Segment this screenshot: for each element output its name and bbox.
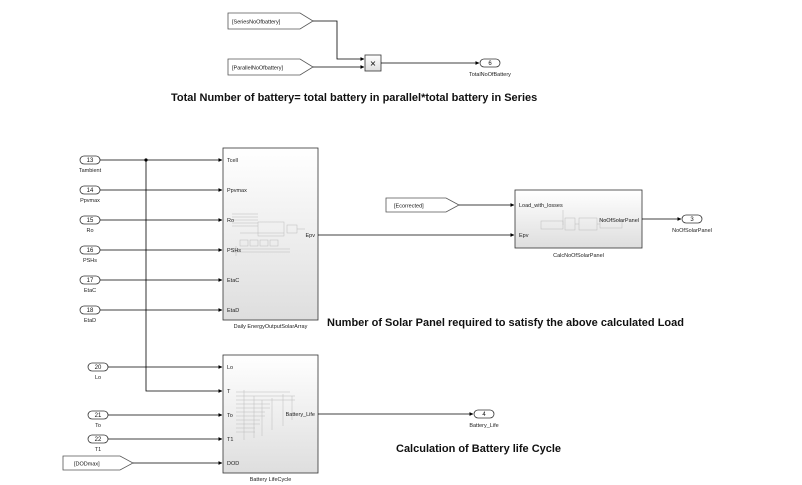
outport-battery-life-number: 4 (482, 412, 486, 418)
inport-etac[interactable]: 17 EtaC (79, 275, 101, 294)
inport-lo-name: Lo (95, 375, 101, 381)
outport-total[interactable]: 6 TotalNoOfBattery (469, 58, 511, 78)
inport-etad-number: 18 (87, 308, 94, 314)
from-tag-parallel-label: [ParallelNoOfbattery] (232, 66, 284, 72)
inport-pshs-name: PSHs (83, 258, 97, 264)
calc-panels-port-out: NoOfSolarPanel (599, 218, 639, 224)
inport-ppvmax-name: Ppvmax (80, 198, 100, 204)
calc-panels-preview (540, 210, 623, 231)
solar-array-port-pshs: PSHs (227, 248, 241, 254)
inport-ppvmax-number: 14 (87, 188, 94, 194)
battery-port-lo: Lo (227, 365, 233, 371)
outport-battery-life-name: Battery_Life (469, 423, 498, 429)
inport-ro-name: Ro (86, 228, 93, 234)
inport-lo-number: 20 (95, 365, 102, 371)
outport-total-number: 6 (488, 61, 492, 67)
outport-solar-number: 3 (690, 217, 694, 223)
inport-pshs-number: 16 (87, 248, 94, 254)
battery-name: Battery LifeCycle (250, 477, 292, 483)
solar-array-port-ro: Ro (227, 218, 234, 224)
annotation-solar-panel: Number of Solar Panel required to satisf… (327, 317, 684, 329)
battery-port-to: To (227, 413, 233, 419)
annotation-total-battery: Total Number of battery= total battery i… (171, 92, 537, 104)
battery-preview (236, 390, 295, 440)
outport-battery-life[interactable]: 4 Battery_Life (469, 409, 499, 429)
from-tag-ecorrected-label: [Ecorrected] (394, 204, 424, 210)
outport-solar[interactable]: 3 NoOfSolarPanel (672, 214, 712, 234)
inport-etad-name: EtaD (84, 318, 96, 324)
inport-to[interactable]: 21 To (87, 410, 109, 429)
subsystem-battery[interactable]: Lo T To T1 DOD Battery_Life (222, 354, 319, 474)
subsystem-calc-panels[interactable]: Load_with_losses Epv NoOfSolarPanel (514, 189, 643, 249)
from-tag-dodmax-label: [DODmax] (74, 462, 100, 468)
outport-total-name: TotalNoOfBattery (469, 72, 511, 78)
from-tag-ecorrected[interactable]: [Ecorrected] (385, 197, 460, 213)
from-tag-dodmax[interactable]: [DODmax] (62, 455, 134, 471)
solar-array-port-etad: EtaD (227, 308, 239, 314)
inport-etad[interactable]: 18 EtaD (79, 305, 101, 324)
annotation-battery-life: Calculation of Battery life Cycle (396, 443, 561, 455)
inport-to-number: 21 (95, 413, 102, 419)
solar-array-port-ppvmax: Ppvmax (227, 188, 247, 194)
inport-to-name: To (95, 423, 101, 429)
wire-tambient-to-battery-t (145, 160, 223, 393)
outport-solar-name: NoOfSolarPanel (672, 228, 712, 234)
calc-panels-name: CalcNoOfSolarPanel (553, 253, 604, 259)
inport-ro[interactable]: 15 Ro (79, 215, 101, 234)
from-tag-series[interactable]: [SeriesNoOfbattery] (227, 12, 314, 30)
solar-array-port-epv: Epv (306, 233, 316, 239)
solar-array-preview (232, 213, 305, 256)
from-tag-series-label: [SeriesNoOfbattery] (232, 20, 281, 26)
solar-array-name: Daily EnergyOutputSolarArray (234, 324, 308, 330)
from-tag-parallel[interactable]: [ParallelNoOfbattery] (227, 58, 314, 76)
inport-etac-number: 17 (87, 278, 94, 284)
battery-port-dod: DOD (227, 461, 239, 467)
product-symbol: × (370, 59, 377, 68)
battery-port-t: T (227, 389, 231, 395)
inport-t1-number: 22 (95, 437, 102, 443)
battery-port-out: Battery_Life (286, 412, 315, 418)
inport-etac-name: EtaC (84, 288, 96, 294)
calc-panels-port-epv: Epv (519, 233, 529, 239)
inport-lo[interactable]: 20 Lo (87, 362, 109, 381)
inport-tambient[interactable]: 13 Tambient (79, 155, 102, 174)
calc-panels-port-load: Load_with_losses (519, 203, 563, 209)
subsystem-solar-array[interactable]: Tcell Ppvmax Ro PSHs EtaC EtaD Epv (222, 147, 319, 321)
inport-ppvmax[interactable]: 14 Ppvmax (79, 185, 101, 204)
solar-array-port-etac: EtaC (227, 278, 239, 284)
product-block[interactable]: × (364, 54, 382, 72)
inport-tambient-number: 13 (87, 158, 94, 164)
wire-series-to-product (313, 20, 365, 61)
inport-pshs[interactable]: 16 PSHs (79, 245, 101, 264)
inport-tambient-name: Tambient (79, 168, 102, 174)
inport-t1[interactable]: 22 T1 (87, 434, 109, 453)
inport-t1-name: T1 (95, 447, 101, 453)
battery-port-t1: T1 (227, 437, 233, 443)
inport-ro-number: 15 (87, 218, 94, 224)
solar-array-port-tcell: Tcell (227, 158, 238, 164)
